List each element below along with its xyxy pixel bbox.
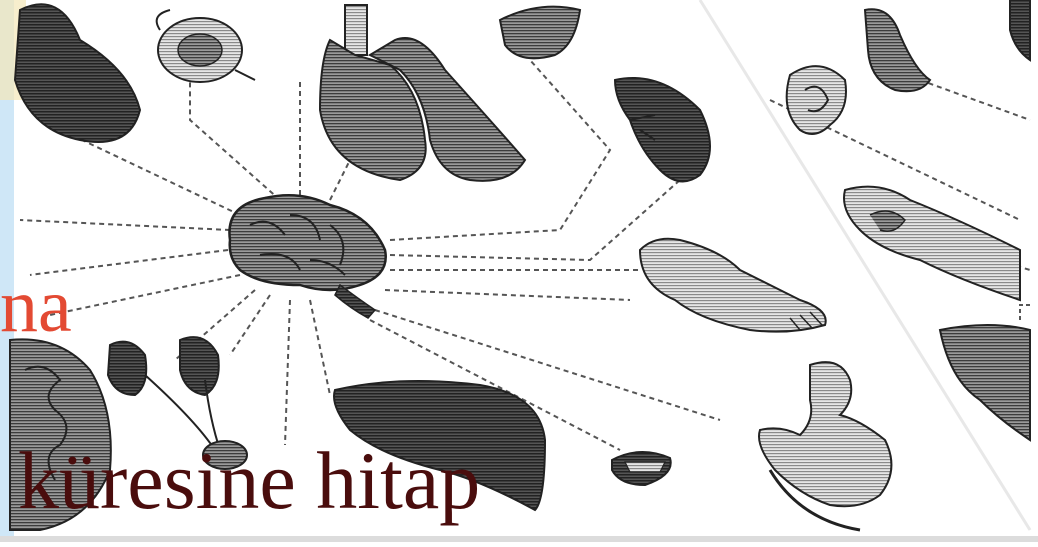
organ-fragment-bottom-right <box>940 305 1030 440</box>
ear-icon <box>787 66 846 134</box>
text-fragment-bottom: küresine hitap <box>18 440 480 522</box>
tongue-icon <box>500 7 580 59</box>
stomach-icon <box>759 362 891 530</box>
lungs-icon <box>320 5 525 181</box>
mouth-icon <box>612 452 671 485</box>
hand-icon <box>844 187 1020 300</box>
nose-icon <box>865 9 930 91</box>
connector-lines <box>20 60 1030 450</box>
brain-icon <box>229 195 385 318</box>
bottom-border <box>0 536 1038 542</box>
spleen-icon <box>615 78 710 181</box>
eye-icon <box>157 10 255 82</box>
organ-fragment-top-right <box>1010 0 1030 60</box>
foot-icon <box>640 239 826 332</box>
text-fragment-top: na <box>0 268 72 344</box>
heart-icon <box>15 4 140 142</box>
